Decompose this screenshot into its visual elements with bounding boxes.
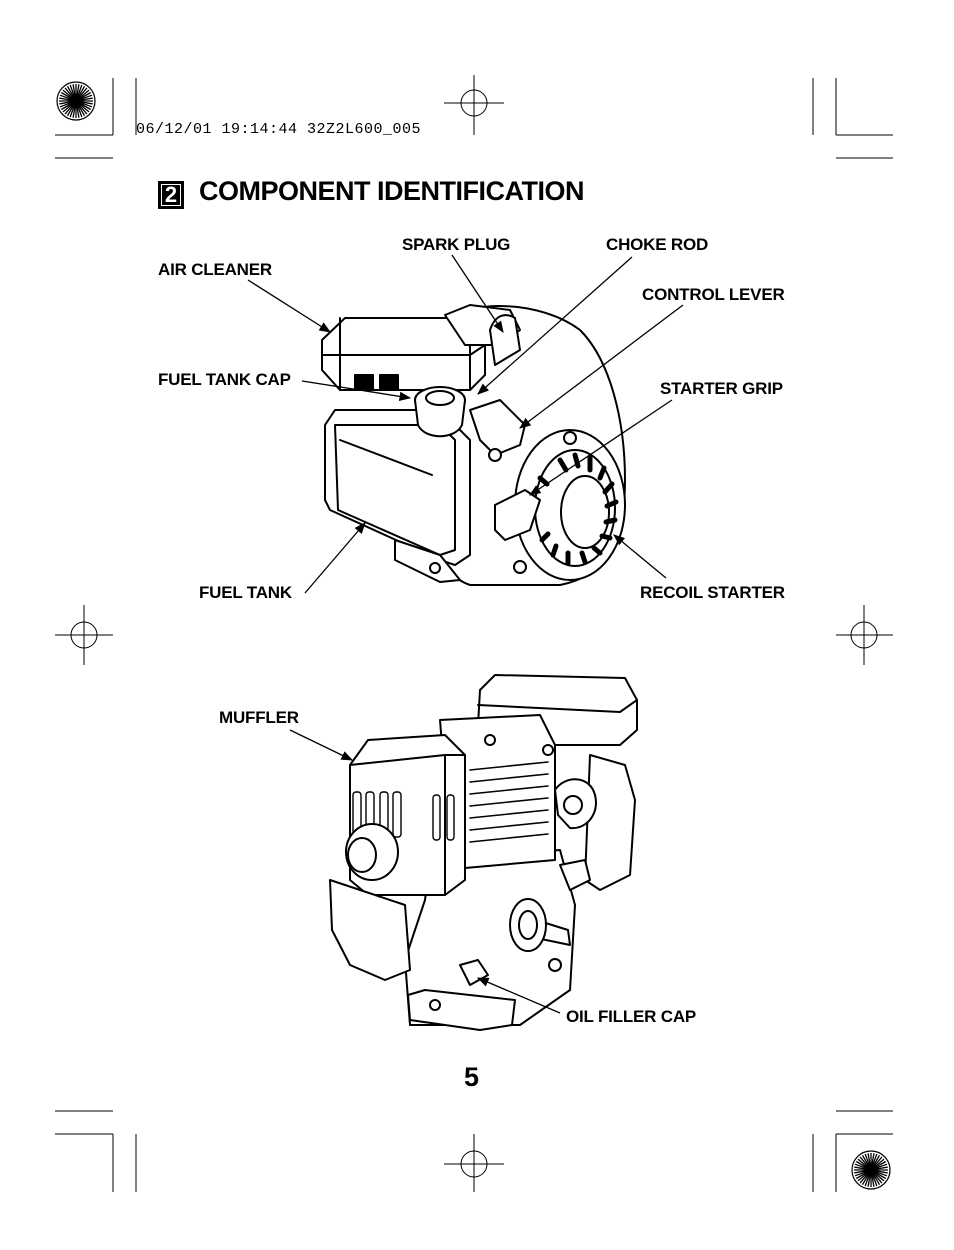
registration-target-top-left — [56, 81, 96, 121]
label-fuel-tank: FUEL TANK — [199, 583, 292, 602]
section-number-badge: 2 — [158, 181, 184, 209]
engine-top-view — [321, 304, 626, 586]
page-title: COMPONENT IDENTIFICATION — [199, 176, 584, 206]
label-starter-grip: STARTER GRIP — [660, 379, 783, 398]
leader-lines — [247, 254, 684, 1014]
page-number: 5 — [464, 1062, 480, 1092]
label-choke-rod: CHOKE ROD — [606, 235, 709, 254]
label-muffler: MUFFLER — [219, 708, 299, 727]
label-fuel-tank-cap: FUEL TANK CAP — [158, 370, 291, 389]
label-control-lever: CONTROL LEVER — [642, 285, 785, 304]
label-spark-plug: SPARK PLUG — [402, 235, 511, 254]
label-recoil-starter: RECOIL STARTER — [640, 583, 785, 602]
registration-target-bottom-right — [851, 1150, 891, 1190]
label-oil-filler-cap: OIL FILLER CAP — [566, 1007, 697, 1026]
print-stamp: 06/12/01 19:14:44 32Z2L600_005 — [136, 121, 422, 138]
label-air-cleaner: AIR CLEANER — [158, 260, 272, 279]
engine-bottom-view — [329, 674, 638, 1031]
